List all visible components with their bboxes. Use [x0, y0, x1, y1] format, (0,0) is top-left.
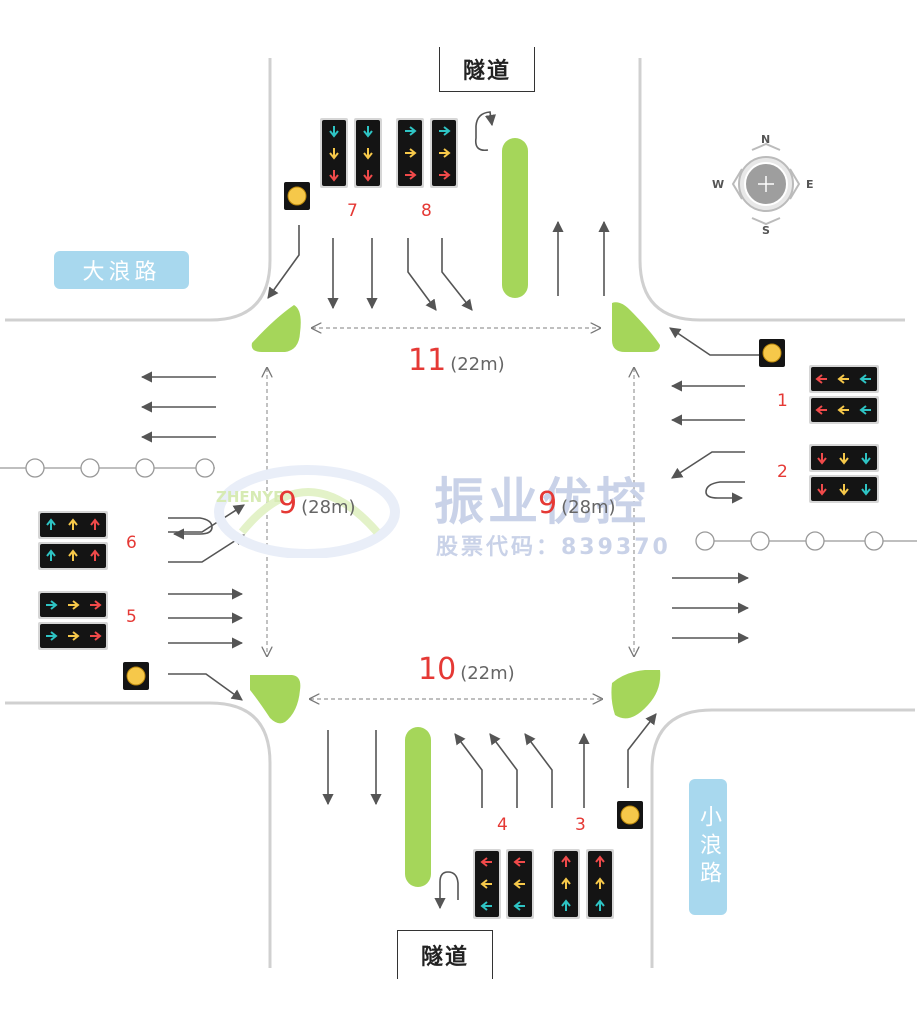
crosswalk-id: 9 [278, 486, 298, 521]
crosswalk-length: (28m) [561, 497, 616, 518]
tunnel-label-north: 隧道 [439, 47, 535, 92]
island-sw [250, 675, 301, 724]
signal-group-6: 6 [126, 533, 137, 553]
signal-group-2: 2 [777, 462, 788, 482]
ped-line-west [0, 458, 215, 478]
crosswalk-label-west: 9(28m) [278, 486, 356, 521]
arrow-s-left-2 [489, 733, 518, 808]
signal-group-5: 5 [126, 607, 137, 627]
arrow-w-left-2 [168, 534, 245, 563]
crosswalk-label-east: 9(28m) [538, 486, 616, 521]
road-edges [5, 58, 915, 968]
tunnel-label-south: 隧道 [397, 930, 493, 979]
road-edge-sw [5, 701, 272, 968]
crosswalk-length: (22m) [460, 663, 515, 684]
compass-n: N [761, 133, 771, 146]
compass-w: W [712, 178, 725, 191]
road-edge-se [650, 708, 915, 968]
signal-group-8: 8 [421, 201, 432, 221]
island-ne [612, 302, 660, 352]
road-edge-nw [5, 58, 272, 322]
islands [250, 138, 661, 887]
crosswalk-label-north: 11(22m) [408, 343, 505, 378]
crosswalk-id: 11 [408, 343, 447, 378]
arrow-w-uturn [168, 517, 213, 540]
arrow-s-left-3 [524, 733, 553, 808]
arrow-e-right [669, 327, 760, 356]
signal-group-3: 3 [575, 815, 586, 835]
signal-group-4: 4 [497, 815, 508, 835]
arrow-n-right [267, 225, 300, 299]
crosswalk-label-south: 10(22m) [418, 652, 515, 687]
south-median [405, 727, 431, 887]
island-se [611, 670, 661, 719]
road-label-south: 小浪路 [689, 779, 727, 915]
arrow-s-uturn [434, 871, 459, 910]
crosswalk-id: 9 [538, 486, 558, 521]
ped-line-east [695, 531, 917, 551]
arrow-e-uturn [705, 481, 745, 504]
lane-arrows [140, 111, 760, 910]
compass-s: S [762, 224, 770, 237]
crosswalk-id: 10 [418, 652, 457, 687]
crosswalk-length: (22m) [450, 354, 505, 375]
arrow-n-uturn [474, 111, 497, 152]
arrow-e-left [671, 451, 745, 479]
island-nw [251, 305, 301, 352]
signal-group-7: 7 [347, 201, 358, 221]
arrow-w-right [168, 673, 243, 701]
compass-icon [731, 142, 801, 226]
road-edge-ne [638, 58, 905, 322]
north-median [502, 138, 528, 298]
signal-group-1: 1 [777, 391, 788, 411]
crosswalk-length: (28m) [301, 497, 356, 518]
arrow-s-right [627, 713, 657, 788]
arrow-n-left-1 [407, 238, 437, 311]
arrow-s-left-1 [454, 733, 483, 808]
compass-e: E [806, 178, 814, 191]
road-label-west: 大浪路 [54, 251, 189, 289]
arrow-n-left-2 [441, 238, 473, 311]
